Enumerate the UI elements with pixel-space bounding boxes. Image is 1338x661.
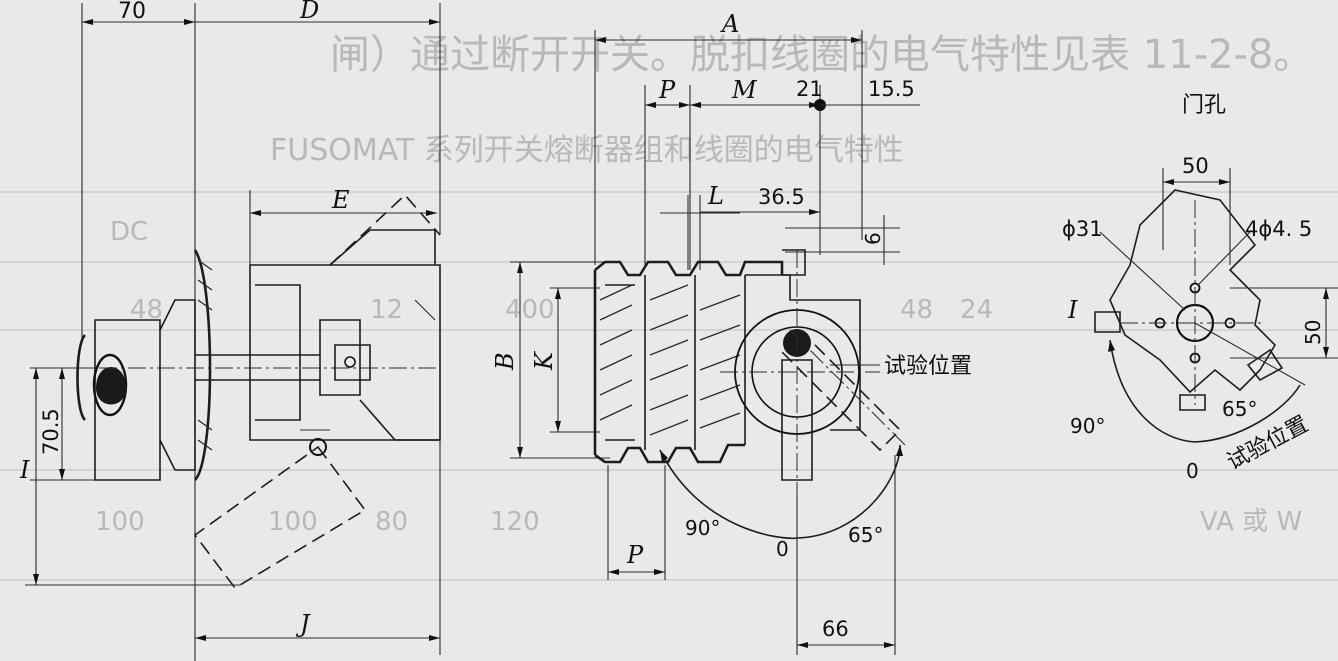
angle-65: 65° [848,523,883,547]
bg-cell-va: VA 或 W [1200,507,1302,537]
dim-15-5: 15.5 [868,77,915,101]
bg-cell-400: 400 [505,295,555,325]
bg-cell-12: 12 [370,295,403,325]
front-view: A P M 21 15.5 L 36.5 6 B K P 90° 0 65° 6… [491,10,972,655]
door-angle-0: 0 [1186,459,1199,483]
bg-cell-80: 80 [375,507,408,537]
dim-70-5: 70.5 [39,408,63,455]
door-mark-i: I [1067,296,1078,324]
bg-cell-dc: DC [110,217,148,247]
door-dim-4phi4-5: 4ϕ4. 5 [1245,217,1312,241]
door-test-position-label: 试验位置 [1223,412,1312,475]
door-dim-50-right: 50 [1301,320,1325,345]
dim-70: 70 [118,0,146,24]
dim-a: A [720,10,739,38]
dim-36-5: 36.5 [758,185,805,209]
bg-heading-line: 闸）通过断开开关。脱扣线圈的电气特性见表 11-2-8。 [330,32,1313,78]
dim-21: 21 [796,77,823,101]
dim-66: 66 [822,617,849,641]
door-angle-90: 90° [1070,414,1105,438]
angle-90: 90° [685,516,720,540]
dim-j: J [295,610,311,638]
dim-e: E [331,186,350,214]
bg-cell-120: 120 [490,507,540,537]
angle-0: 0 [776,537,789,561]
bg-cell-48b: 48 [900,295,933,325]
door-dim-50-top: 50 [1182,154,1209,178]
dim-i: I [19,456,30,484]
bg-cell-100b: 100 [268,507,318,537]
door-hole-title: 门孔 [1182,93,1226,118]
dim-m: M [731,76,758,104]
hatching [599,284,741,436]
door-dim-phi31: ϕ31 [1062,217,1103,241]
side-view: 70 D E 70.5 I J [19,0,441,661]
door-angle-65: 65° [1222,397,1257,421]
dim-b: B [491,352,519,371]
dim-p-bottom: P [626,541,644,569]
dim-d: D [299,0,319,24]
dim-k: K [530,350,558,371]
bg-cell-24: 24 [960,295,993,325]
test-position-label: 试验位置 [884,354,972,379]
bg-cell-100a: 100 [95,507,145,537]
dim-p-top: P [658,76,676,104]
dim-6: 6 [861,232,885,245]
background-text-layer: 闸）通过断开开关。脱扣线圈的电气特性见表 11-2-8。 FUSOMAT 系列开… [0,32,1338,581]
dim-l: L [707,182,724,210]
door-hole-view: 门孔 50 ϕ31 4ϕ4. 5 50 I 65° 90° 0 试验位置 [1062,93,1338,483]
bg-table-title: FUSOMAT 系列开关熔断器组和线圈的电气特性 [270,133,904,168]
